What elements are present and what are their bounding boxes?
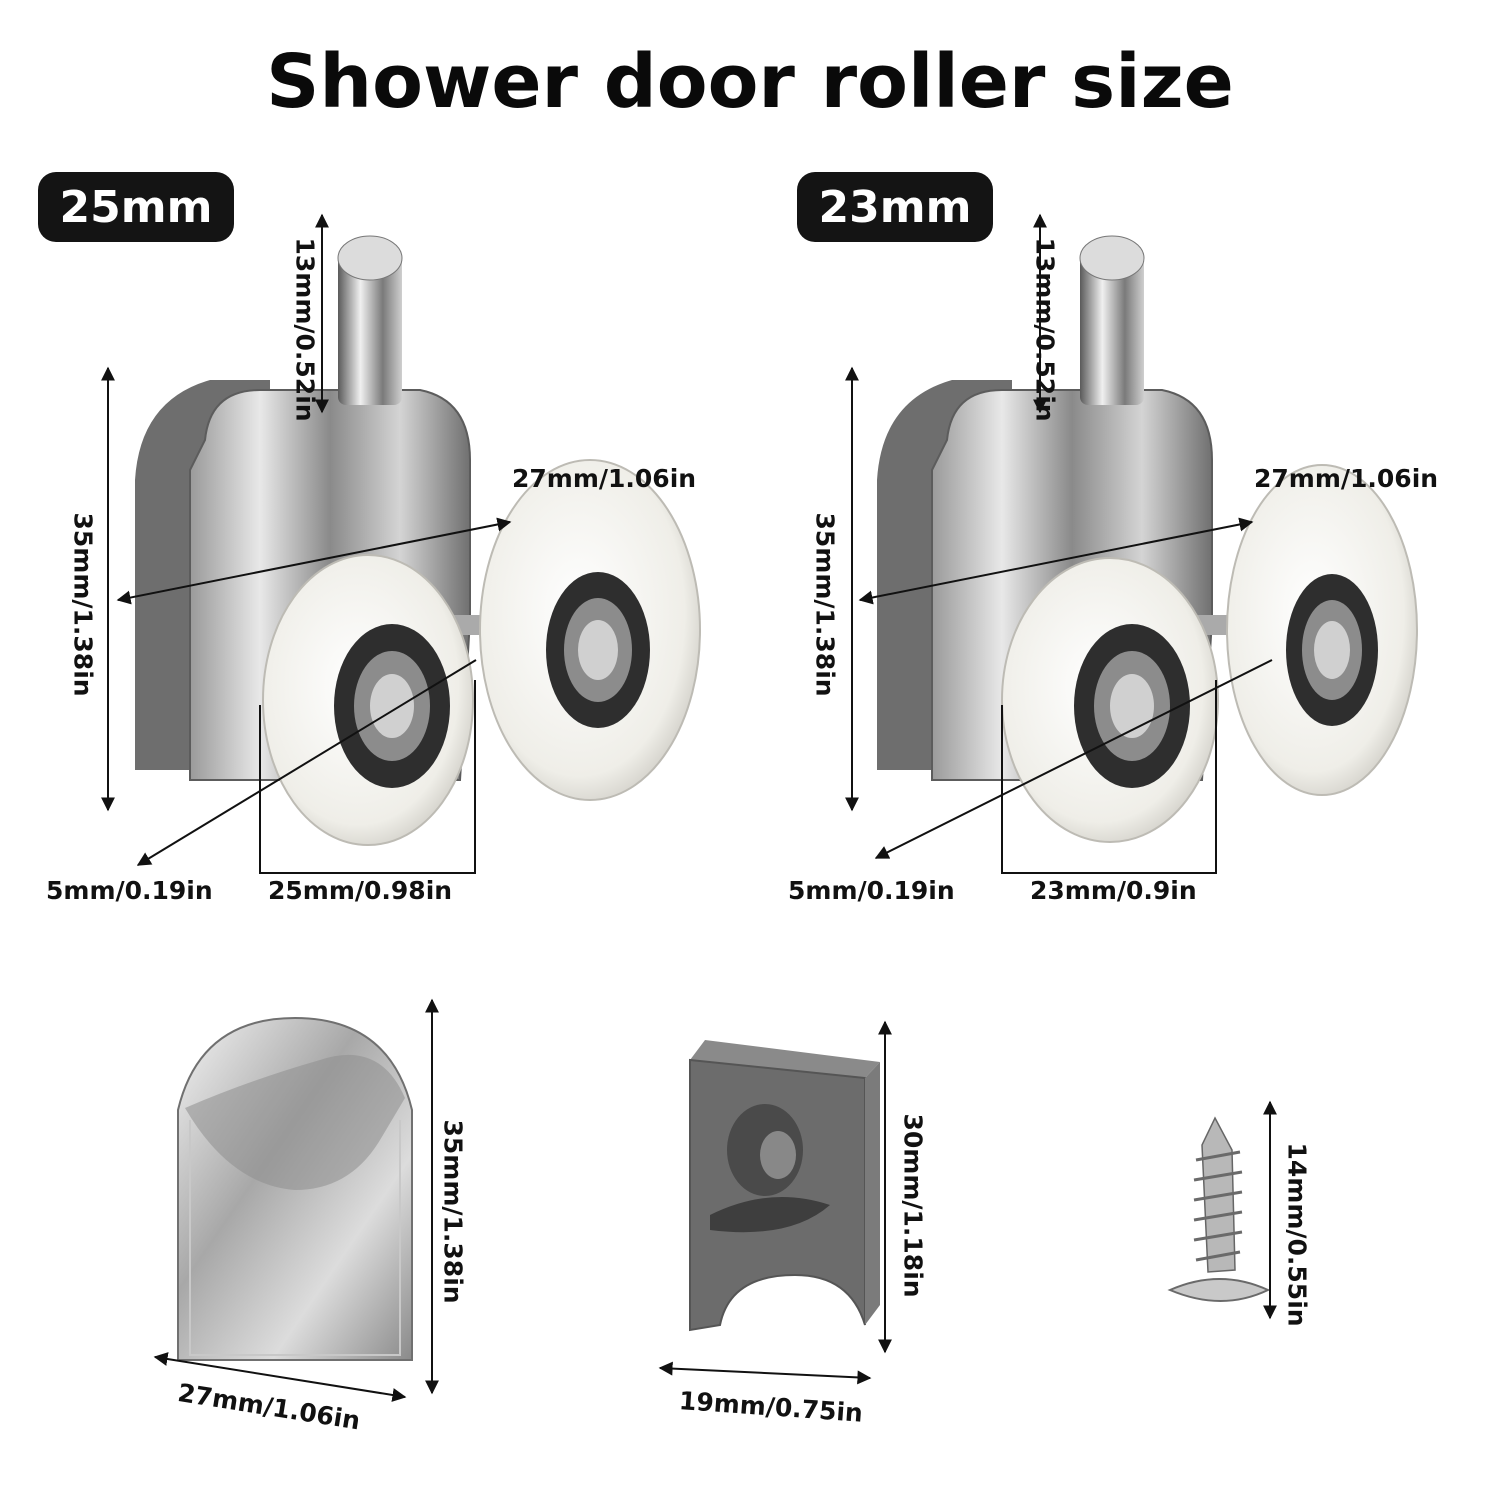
pin-height-label: 13mm/0.52in: [1030, 237, 1060, 422]
wheel-span-label: 25mm/0.98in: [268, 876, 453, 905]
wheel-front-icon: [1001, 557, 1219, 843]
pin: [1080, 255, 1144, 405]
diagonal-label: 27mm/1.06in: [512, 464, 697, 493]
cap-height-label: 35mm/1.38in: [438, 1119, 468, 1304]
chrome-cap: [153, 998, 439, 1402]
wheel-span-label: 23mm/0.9in: [1030, 876, 1197, 905]
axle-label: 5mm/0.19in: [46, 876, 213, 905]
wheel-back-icon: [479, 459, 701, 801]
wheel-back-icon: [1226, 464, 1418, 796]
wheel-front-icon: [262, 554, 474, 846]
pin: [338, 255, 402, 405]
body-height-label: 35mm/1.38in: [810, 512, 840, 697]
gray-block: [658, 1020, 892, 1385]
page-title: Shower door roller size: [266, 39, 1234, 125]
roller-23mm: [845, 213, 1418, 874]
size-badge-25mm: 25mm: [38, 172, 234, 242]
screw-length-label: 14mm/0.55in: [1282, 1142, 1312, 1327]
size-badge-23mm: 23mm: [797, 172, 993, 242]
pin-height-label: 13mm/0.52in: [290, 237, 320, 422]
block-height-label: 30mm/1.18in: [898, 1113, 928, 1298]
screw-icon: [1167, 1100, 1277, 1320]
roller-25mm: [101, 213, 701, 874]
body-height-label: 35mm/1.38in: [68, 512, 98, 697]
diagonal-label: 27mm/1.06in: [1254, 464, 1439, 493]
axle-label: 5mm/0.19in: [788, 876, 955, 905]
